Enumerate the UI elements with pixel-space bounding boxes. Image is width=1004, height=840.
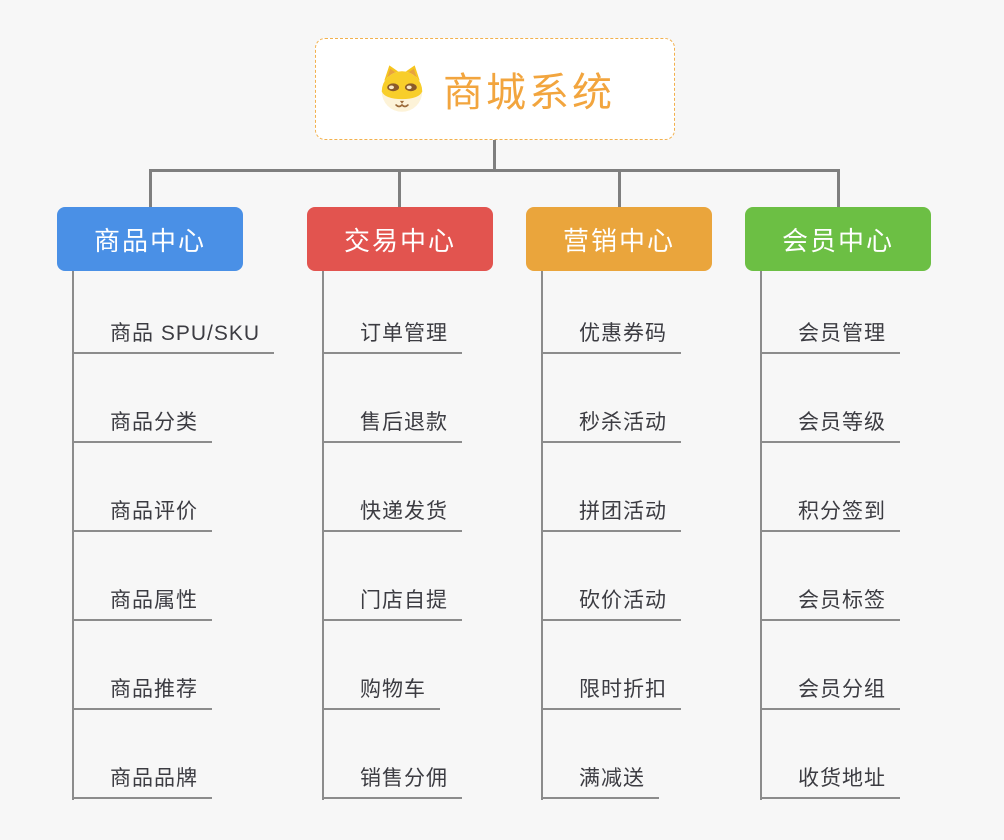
branch-child-line [541, 271, 543, 800]
branch-child-line [72, 271, 74, 800]
connector-stem-2 [398, 169, 401, 210]
child-node[interactable]: 拼团活动 [541, 500, 681, 532]
child-node[interactable]: 商品品牌 [72, 767, 212, 799]
child-node[interactable]: 会员分组 [760, 678, 900, 710]
child-node[interactable]: 商品评价 [72, 500, 212, 532]
child-node[interactable]: 秒杀活动 [541, 411, 681, 443]
child-node[interactable]: 商品推荐 [72, 678, 212, 710]
branch-node-member-center[interactable]: 会员中心 [745, 207, 931, 271]
child-node[interactable]: 商品分类 [72, 411, 212, 443]
child-node[interactable]: 快递发货 [322, 500, 462, 532]
child-node[interactable]: 订单管理 [322, 322, 462, 354]
child-node[interactable]: 会员等级 [760, 411, 900, 443]
connector-stem-1 [149, 169, 152, 210]
child-node[interactable]: 商品 SPU/SKU [72, 322, 275, 354]
connector-trunk [493, 140, 496, 171]
child-node[interactable]: 售后退款 [322, 411, 462, 443]
child-node[interactable]: 会员标签 [760, 589, 900, 621]
connector-stem-4 [837, 169, 840, 210]
branch-child-line [760, 271, 762, 800]
child-node[interactable]: 砍价活动 [541, 589, 681, 621]
branch-node-marketing-center[interactable]: 营销中心 [526, 207, 712, 271]
root-node[interactable]: 商城系统 [315, 38, 675, 140]
connector-horizontal-bar [149, 169, 840, 172]
child-node[interactable]: 积分签到 [760, 500, 900, 532]
branch-child-line [322, 271, 324, 800]
connector-stem-3 [618, 169, 621, 210]
branch-node-product-center[interactable]: 商品中心 [57, 207, 243, 271]
child-node[interactable]: 满减送 [541, 767, 659, 799]
child-node[interactable]: 门店自提 [322, 589, 462, 621]
child-node[interactable]: 会员管理 [760, 322, 900, 354]
dog-face-icon [381, 65, 423, 112]
child-node[interactable]: 购物车 [322, 678, 440, 710]
child-node[interactable]: 商品属性 [72, 589, 212, 621]
child-node[interactable]: 销售分佣 [322, 767, 462, 799]
child-node[interactable]: 优惠券码 [541, 322, 681, 354]
branch-node-trade-center[interactable]: 交易中心 [307, 207, 493, 271]
child-node[interactable]: 限时折扣 [541, 678, 681, 710]
root-label: 商城系统 [443, 71, 615, 115]
child-node[interactable]: 收货地址 [760, 767, 900, 799]
